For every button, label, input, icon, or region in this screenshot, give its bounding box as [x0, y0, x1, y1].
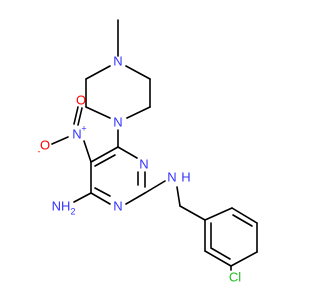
bond-nh-ch2 [176, 186, 181, 207]
bond-nitro-o-left [51, 136, 69, 145]
molecule-structure-diagram: N N N + O - O N N N H NH 2 Cl [37, 19, 258, 285]
bond-pip-1 [125, 65, 151, 80]
atom-nh2-subscript: 2 [70, 206, 75, 216]
bond-c4-nh2 [73, 192, 92, 203]
bond-benz-5-double [210, 247, 231, 260]
atom-o-top: O [76, 92, 86, 107]
bond-nitro-o-top-b [73, 106, 79, 125]
atom-labels: N N N + O - O N N N H NH 2 Cl [38, 53, 242, 284]
bond-c6-c5 [90, 146, 119, 163]
atom-o-left: O [40, 137, 50, 152]
oxygen-minus-charge: - [38, 146, 41, 156]
bond-c2-nh [144, 180, 166, 194]
bond-pip-3 [126, 106, 151, 119]
bond-c6-n1 [117, 146, 138, 159]
bond-n3-c4 [90, 192, 111, 205]
bond-nitro-o-top-a [77, 107, 83, 126]
bond-benz-4 [230, 251, 258, 267]
nitro-plus-charge: + [81, 123, 86, 133]
bond-n3-c4-double [94, 187, 111, 197]
bond-benz-2-double [232, 214, 253, 227]
bond-c2-n3 [125, 192, 146, 205]
bond-c6-c5-double [94, 154, 116, 167]
atom-nh2: NH [52, 198, 71, 213]
bond-c5-nitro [83, 140, 92, 163]
bond-benz-2 [231, 207, 258, 224]
bond-pip-6 [85, 65, 111, 80]
bond-benz-1 [204, 207, 233, 221]
atom-amine-n: N [167, 169, 176, 184]
atom-amine-h: H [181, 169, 190, 184]
bond-lines [51, 19, 258, 271]
bond-benz-5 [204, 250, 232, 267]
atom-n-methyl: N [113, 53, 122, 68]
bond-pip-4 [85, 106, 111, 119]
atom-n-ring-3: N [113, 198, 122, 213]
bond-ch2-ring [179, 205, 206, 221]
atom-n-ring-1: N [139, 156, 148, 171]
molecule-svg: N N N + O - O N N N H NH 2 Cl [38, 19, 258, 284]
atom-n-nitro: N [72, 126, 81, 141]
atom-n-piperazine: N [113, 114, 122, 129]
atom-chlorine: Cl [229, 269, 241, 284]
